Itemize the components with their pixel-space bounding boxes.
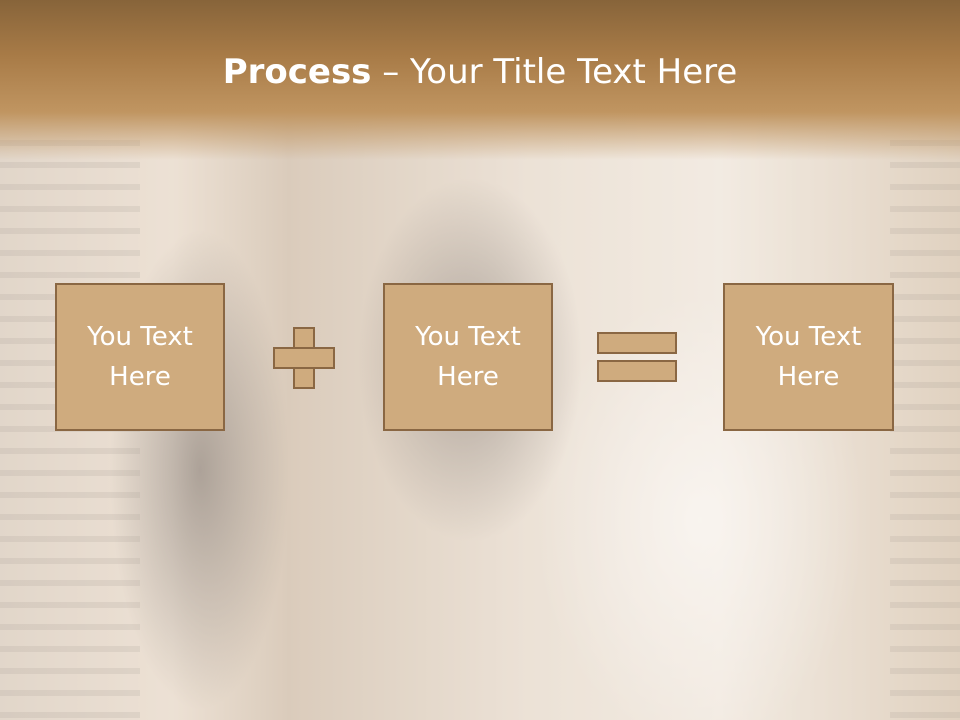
- title-band: [0, 0, 960, 160]
- process-box-2: You Text Here: [383, 283, 553, 431]
- eyewear-shelf-right: [890, 140, 960, 720]
- plus-icon: [273, 327, 335, 389]
- process-box-1: You Text Here: [55, 283, 225, 431]
- process-box-3: You Text Here: [723, 283, 894, 431]
- title-bold: Process: [222, 52, 372, 92]
- equals-icon-top-bar: [597, 332, 677, 354]
- slide-title: Process – Your Title Text Here: [0, 52, 960, 92]
- equals-icon-bottom-bar: [597, 360, 677, 382]
- title-rest: – Your Title Text Here: [371, 52, 738, 92]
